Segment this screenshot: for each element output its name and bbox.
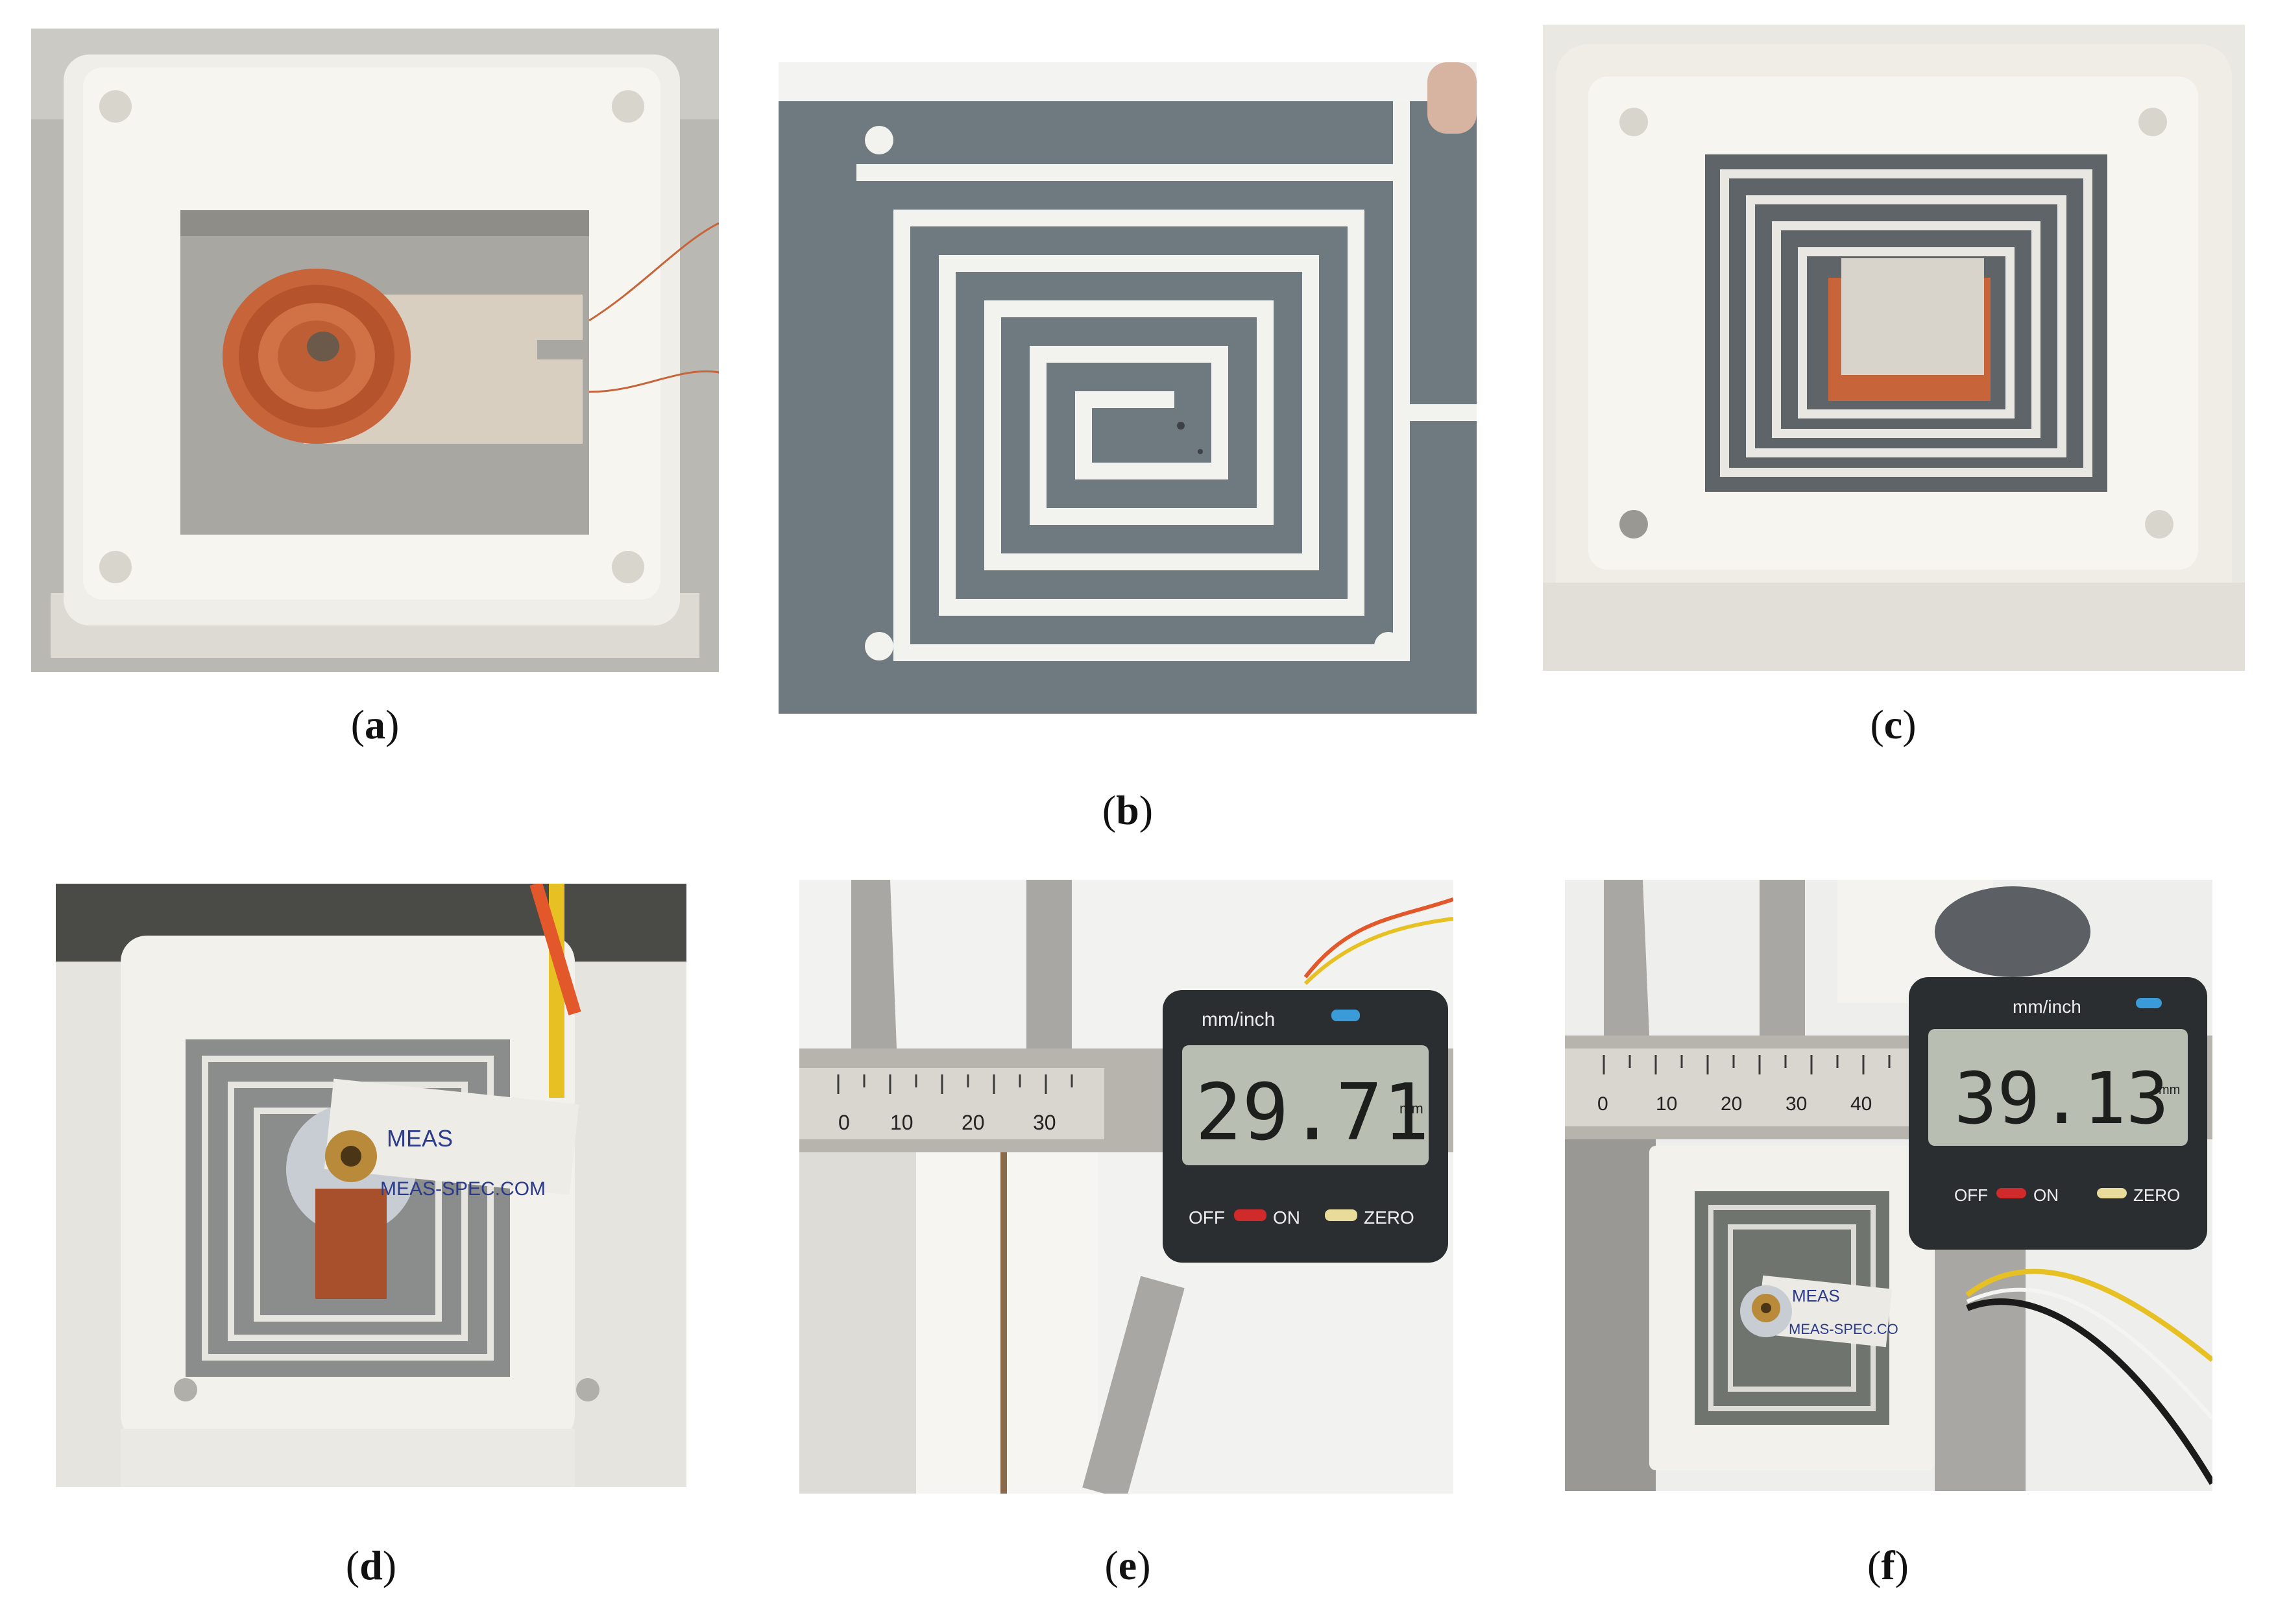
on-button <box>1996 1188 2026 1198</box>
caption-f: (f) <box>1867 1542 1909 1588</box>
lcd-reading: 39.13 <box>1954 1057 2169 1140</box>
zero-label: ZERO <box>1364 1207 1414 1228</box>
caption-a: (a) <box>350 701 400 747</box>
scale-number-20: 20 <box>962 1111 985 1134</box>
meas-label-bottom: MEAS-SPEC.CO <box>1789 1321 1898 1337</box>
panel-d-photo: MEAS MEAS-SPEC.COM <box>56 884 686 1487</box>
ptfe-frame-coil-image <box>31 29 719 672</box>
spiral-electrode-image <box>779 62 1477 714</box>
meas-label-top: MEAS <box>387 1125 453 1152</box>
caption-b: (b) <box>1102 787 1154 833</box>
panel-f-photo: 0 10 20 30 40 MEAS MEAS-SPEC.CO mm/inch … <box>1565 880 2212 1491</box>
stacked-electrodes-image <box>1543 25 2245 671</box>
lcd-screen <box>1928 1029 2188 1146</box>
scale-number-30: 30 <box>1786 1093 1807 1115</box>
on-label: ON <box>1273 1207 1300 1228</box>
on-label: ON <box>2033 1185 2059 1205</box>
caption-e: (e) <box>1104 1542 1151 1588</box>
unit-toggle-label: mm/inch <box>1202 1009 1275 1030</box>
meas-label-top: MEAS <box>1792 1286 1840 1305</box>
lcd-unit: mm <box>2159 1083 2180 1097</box>
assembled-sensor-image: MEAS MEAS-SPEC.COM <box>56 884 686 1487</box>
zero-button <box>2097 1188 2127 1198</box>
caliper-measurement-e-image: 0 10 20 30 mm/inch 29.71 mm OFF ON ZERO <box>799 880 1453 1494</box>
scale-number-40: 40 <box>1850 1093 1872 1115</box>
off-label: OFF <box>1954 1185 1988 1205</box>
off-label: OFF <box>1189 1207 1225 1228</box>
caption-c: (c) <box>1870 701 1917 747</box>
lcd-reading: 29.71 <box>1195 1068 1429 1158</box>
scale-number-20: 20 <box>1721 1093 1742 1115</box>
scale-number-0: 0 <box>838 1111 850 1134</box>
unit-toggle-label: mm/inch <box>2013 997 2081 1017</box>
meas-label-bottom: MEAS-SPEC.COM <box>380 1178 546 1200</box>
unit-toggle-button <box>1331 1010 1360 1021</box>
panel-a-photo <box>31 29 719 672</box>
scale-number-10: 10 <box>890 1111 914 1134</box>
lcd-unit: mm <box>1399 1100 1423 1117</box>
on-button <box>1234 1209 1266 1221</box>
zero-label: ZERO <box>2133 1185 2180 1205</box>
scale-number-0: 0 <box>1597 1093 1608 1115</box>
panel-e-photo: 0 10 20 30 mm/inch 29.71 mm OFF ON ZERO <box>799 880 1453 1494</box>
zero-button <box>1325 1209 1357 1221</box>
lcd-screen <box>1182 1045 1429 1165</box>
panel-b-photo <box>779 62 1477 714</box>
scale-number-10: 10 <box>1656 1093 1677 1115</box>
scale-number-30: 30 <box>1033 1111 1056 1134</box>
panel-c-photo <box>1543 25 2245 671</box>
caliper-measurement-f-image: 0 10 20 30 40 MEAS MEAS-SPEC.CO mm/inch … <box>1565 880 2212 1491</box>
unit-toggle-button <box>2136 998 2162 1008</box>
caption-d: (d) <box>345 1542 397 1588</box>
